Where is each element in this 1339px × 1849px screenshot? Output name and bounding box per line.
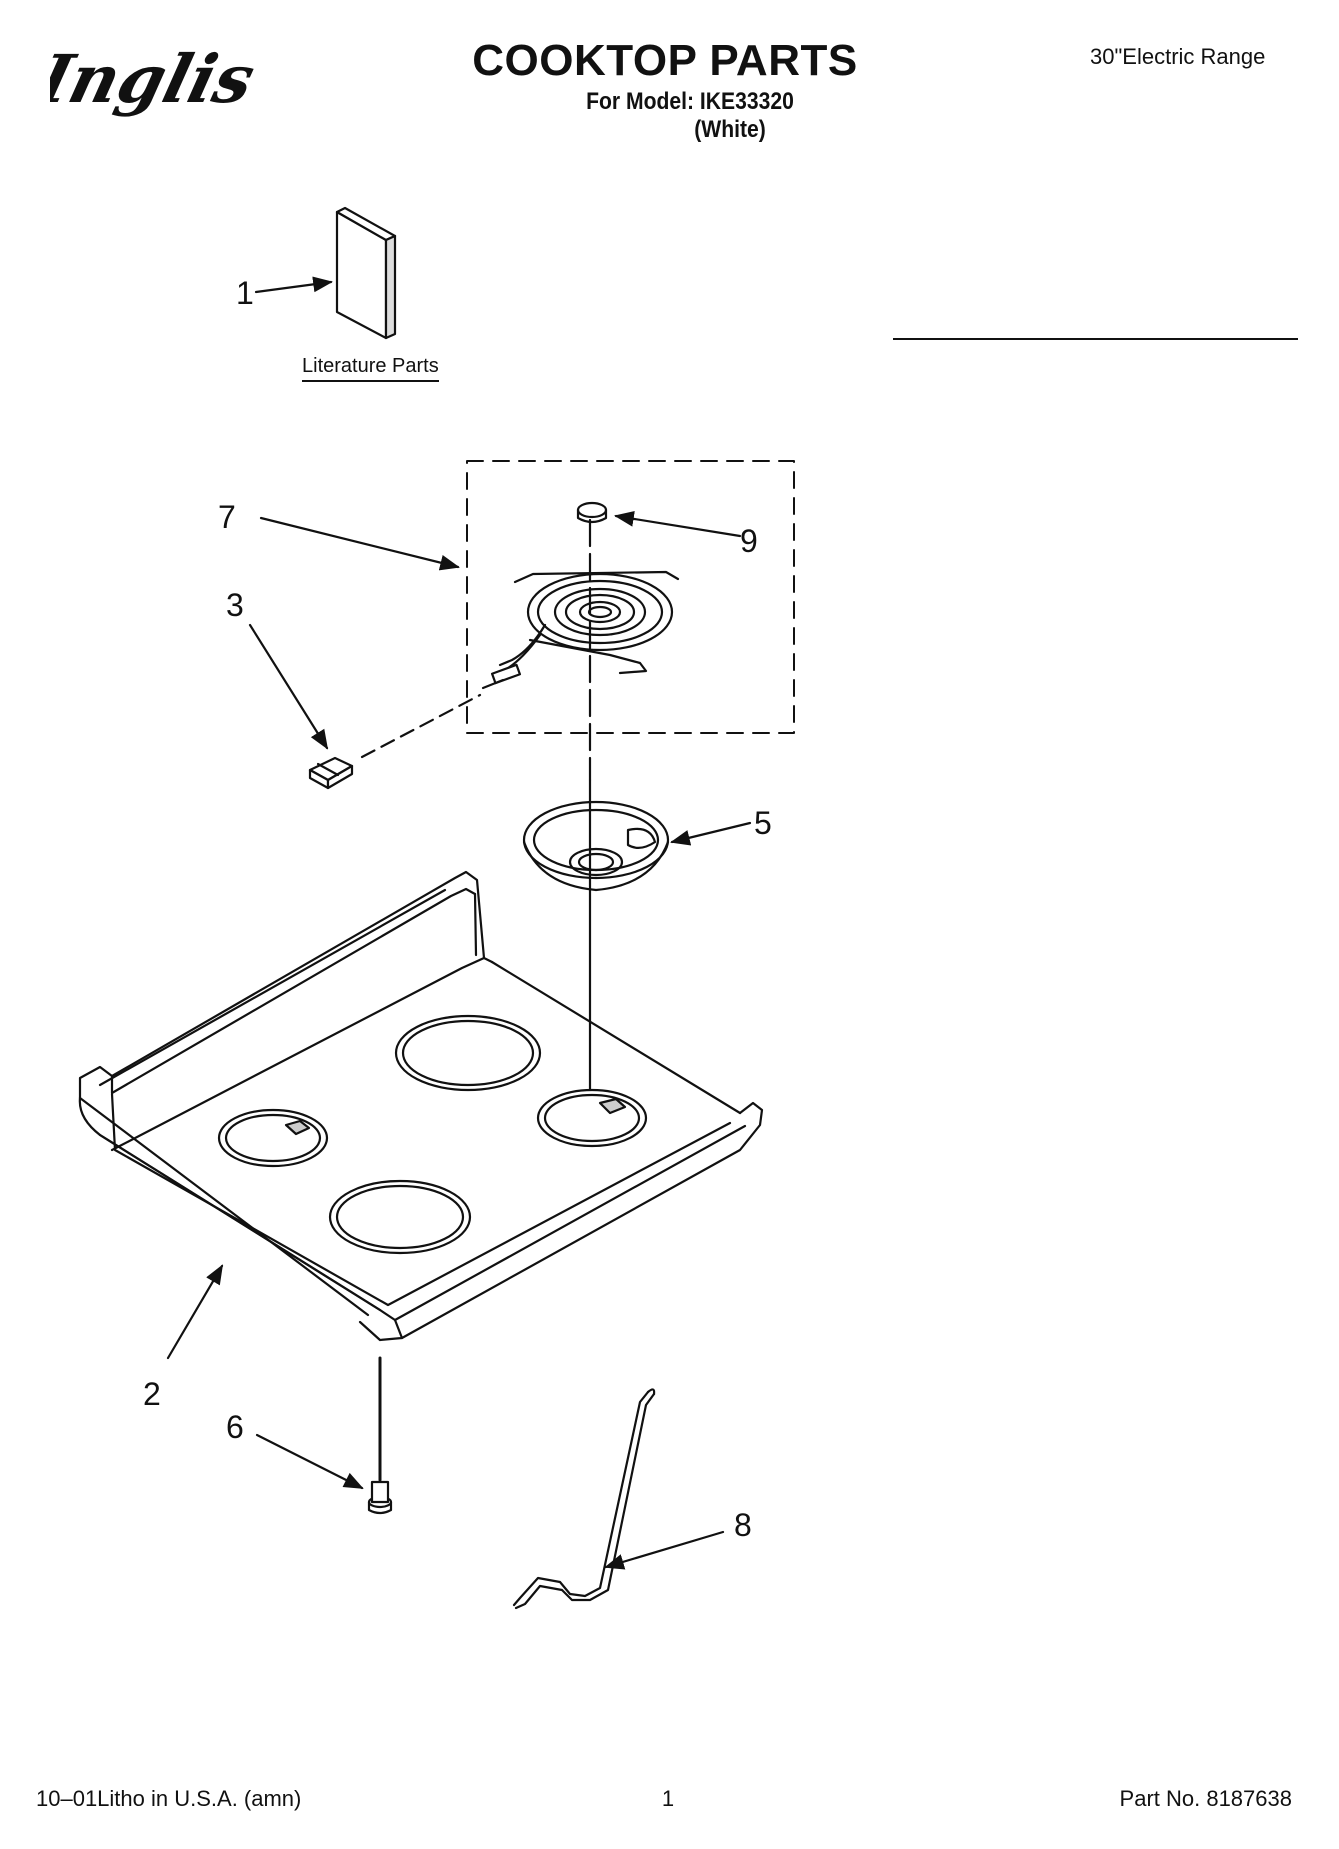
callout-8: 8 xyxy=(734,1507,752,1543)
leader-7 xyxy=(259,516,460,571)
callout-7: 7 xyxy=(218,499,236,535)
brand-logo: Inglis xyxy=(29,40,300,120)
brand-text: Inglis xyxy=(50,40,262,118)
screw-part xyxy=(367,1480,393,1515)
cap-part xyxy=(576,501,608,524)
literature-booklet xyxy=(335,206,397,340)
leader-2 xyxy=(166,1264,224,1360)
product-type: 30"Electric Range xyxy=(1090,44,1266,69)
leader-3 xyxy=(248,623,329,750)
page-number: 1 xyxy=(661,1786,675,1811)
element-assembly-box xyxy=(466,460,795,734)
leader-5 xyxy=(670,821,752,846)
header-rule xyxy=(893,338,1298,340)
inglis-wordmark-icon: Inglis xyxy=(29,40,263,118)
callout-2: 2 xyxy=(143,1376,161,1412)
rod-part xyxy=(512,1388,656,1610)
drip-bowl-part xyxy=(522,800,670,892)
part-number: Part No. 8187638 xyxy=(1119,1786,1292,1811)
leader-6 xyxy=(255,1433,364,1490)
model-number: For Model: IKE33320 xyxy=(586,88,794,115)
leader-8 xyxy=(604,1530,725,1570)
leader-1 xyxy=(254,276,333,294)
leader-9 xyxy=(614,511,742,538)
connector-dash xyxy=(360,693,482,759)
callout-1: 1 xyxy=(236,275,254,311)
model-variant: (White) xyxy=(694,116,766,143)
callout-9: 9 xyxy=(740,523,758,559)
terminal-block-part xyxy=(308,756,354,790)
callout-3: 3 xyxy=(226,587,244,623)
callout-6: 6 xyxy=(226,1409,244,1445)
page-title: COOKTOP PARTS xyxy=(472,36,858,85)
surface-element-coil xyxy=(481,570,680,690)
literature-parts-label: Literature Parts xyxy=(302,355,439,382)
cooktop-panel xyxy=(78,870,764,1342)
print-info: 10–01Litho in U.S.A. (amn) xyxy=(36,1786,302,1811)
callout-5: 5 xyxy=(754,805,772,841)
